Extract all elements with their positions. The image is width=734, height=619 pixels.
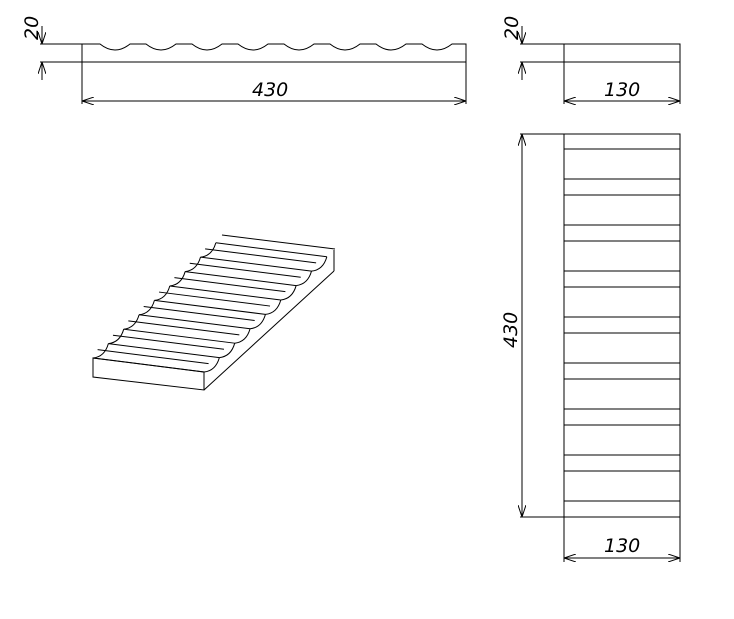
iso-ridge-line: [185, 271, 297, 287]
iso-groove-line: [143, 305, 255, 321]
iso-groove-profile: [234, 328, 251, 344]
iso-groove-line: [112, 334, 225, 350]
iso-groove-profile: [250, 314, 266, 330]
side-view-outline: [563, 43, 681, 63]
iso-groove-profile: [219, 343, 236, 359]
iso-ridge-line: [123, 328, 235, 344]
front-view: 20 430: [21, 16, 467, 104]
iso-groove-profile: [123, 314, 140, 330]
iso-groove-profile: [169, 271, 186, 287]
isometric-view: [92, 234, 336, 391]
iso-groove-profile: [203, 357, 220, 373]
iso-groove-line: [97, 349, 209, 365]
iso-groove-profile: [139, 300, 155, 316]
plan-length-dim: 430: [500, 312, 522, 348]
iso-groove-profile: [154, 285, 171, 301]
iso-groove-profile: [280, 285, 297, 301]
side-width-dim: 130: [604, 79, 640, 101]
iso-ridge-line: [108, 343, 220, 359]
iso-groove-line: [205, 248, 317, 264]
plan-view-outline: [563, 133, 681, 518]
iso-back-top-edge: [221, 234, 336, 250]
iso-groove-profile: [311, 256, 328, 272]
iso-groove-profile: [296, 271, 312, 287]
iso-ridge-line: [139, 314, 251, 330]
plan-view: 430 130: [500, 133, 681, 562]
plan-width-dim: 130: [604, 535, 640, 557]
iso-groove-line: [158, 291, 271, 307]
front-height-dim: 20: [21, 16, 43, 40]
iso-groove-line: [128, 320, 240, 336]
iso-front-face: [92, 357, 205, 391]
iso-groove-profile: [265, 299, 282, 315]
iso-ridge-line: [92, 357, 205, 373]
iso-ridge-line: [169, 285, 281, 301]
iso-bottom-edge: [203, 270, 335, 391]
iso-groove-profile: [185, 257, 201, 273]
iso-groove-profile: [92, 343, 109, 359]
iso-groove-profile: [200, 242, 217, 258]
iso-groove-profile: [108, 329, 125, 345]
iso-groove-line: [189, 262, 301, 278]
iso-groove-line: [174, 277, 286, 293]
iso-ridge-line: [215, 242, 327, 258]
front-length-dim: 430: [252, 79, 288, 101]
side-height-dim: 20: [501, 16, 523, 40]
iso-ridge-line: [154, 299, 266, 315]
iso-ridge-line: [200, 256, 312, 272]
side-view: 20 130: [501, 16, 681, 104]
front-view-outline: [81, 43, 467, 63]
